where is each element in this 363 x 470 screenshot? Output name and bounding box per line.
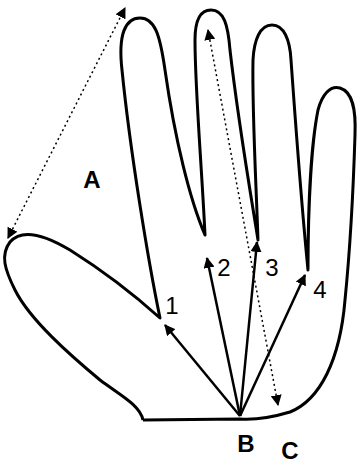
callout-number: 3 [265, 256, 278, 280]
point-label: B [237, 432, 254, 456]
dimension-arrow [8, 8, 125, 238]
vector-arrow [207, 258, 240, 416]
hand-outline [5, 10, 356, 420]
region-label: C [281, 439, 298, 463]
callout-number: 2 [217, 256, 230, 280]
vector-arrow [240, 242, 257, 416]
dimension-arrow [208, 30, 278, 405]
region-label: A [83, 168, 100, 192]
vector-arrow [240, 275, 305, 416]
callout-number: 1 [165, 294, 178, 318]
vector-arrow [165, 325, 240, 416]
callout-number: 4 [313, 278, 326, 302]
